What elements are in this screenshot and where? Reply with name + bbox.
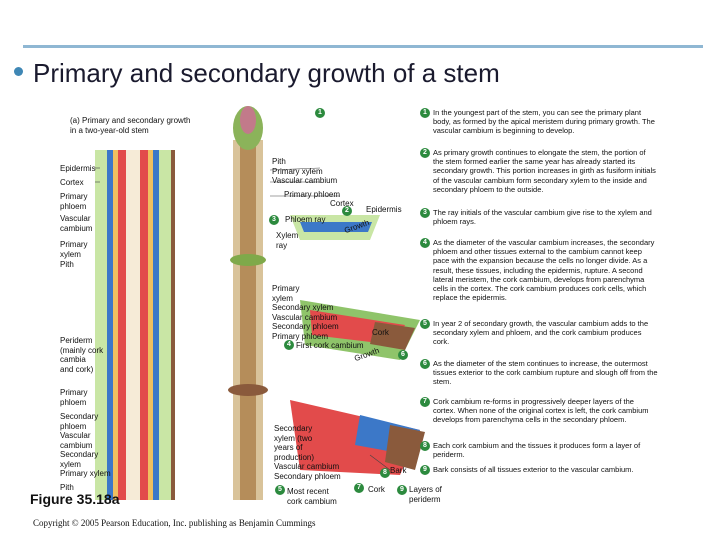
title-bullet xyxy=(14,67,23,76)
marker-8: 8 xyxy=(380,468,390,478)
title-rule xyxy=(23,45,703,48)
label-center-cortex: Cortex xyxy=(330,199,354,208)
step-9-number: 9 xyxy=(420,465,430,475)
marker-2: 2 xyxy=(342,206,352,216)
step-5-number: 5 xyxy=(420,319,430,329)
label-lower-secondary: Secondary xylem (two years of production… xyxy=(274,424,341,481)
diagram-caption: (a) Primary and secondary growth in a tw… xyxy=(70,116,191,135)
label-cortex: Cortex xyxy=(60,178,84,187)
cross-section-2 xyxy=(300,300,420,360)
step-3-text: The ray initials of the vascular cambium… xyxy=(433,208,652,227)
marker-4: 4 xyxy=(284,340,294,350)
label-phloem-ray: Phloem ray xyxy=(285,215,326,224)
step-8-number: 8 xyxy=(420,441,430,451)
tissue-bands xyxy=(95,150,175,500)
marker-9: 9 xyxy=(397,485,407,495)
label-pith: Pith xyxy=(60,260,74,269)
label-primary-phloem-2: Primary phloem xyxy=(60,388,88,407)
step-6-number: 6 xyxy=(420,359,430,369)
step-3-number: 3 xyxy=(420,208,430,218)
cross-section-1 xyxy=(290,215,380,240)
step-4-text: As the diameter of the vascular cambium … xyxy=(433,238,655,303)
step-7-text: Cork cambium re-forms in progressively d… xyxy=(433,397,649,425)
marker-1: 1 xyxy=(315,108,325,118)
label-cork-2: Cork xyxy=(368,485,385,494)
marker-6: 6 xyxy=(398,350,408,360)
step-2-number: 2 xyxy=(420,148,430,158)
label-primary-phloem: Primary phloem xyxy=(60,192,88,211)
label-pith-2: Pith xyxy=(60,483,74,492)
label-periderm: Periderm (mainly cork cambia and cork) xyxy=(60,336,104,374)
label-xylem-ray: Xylem ray xyxy=(276,231,299,250)
copyright-text: Copyright © 2005 Pearson Education, Inc.… xyxy=(33,518,316,528)
step-2-text: As primary growth continues to elongate … xyxy=(433,148,656,194)
step-5-text: In year 2 of secondary growth, the vascu… xyxy=(433,319,649,347)
label-primary-xylem: Primary xylem xyxy=(60,240,88,259)
label-center-epidermis: Epidermis xyxy=(366,205,402,214)
step-4-number: 4 xyxy=(420,238,430,248)
cross-section-3 xyxy=(290,400,425,475)
label-pith-stack: Pith Primary xylem Vascular cambium xyxy=(272,157,338,185)
step-6-text: As the diameter of the stem continues to… xyxy=(433,359,658,387)
title-bar: Primary and secondary growth of a stem xyxy=(0,0,720,96)
label-center-primary-phloem: Primary phloem xyxy=(284,190,341,199)
label-layers-of-periderm: Layers of periderm xyxy=(409,485,442,504)
leader-lines xyxy=(95,167,391,471)
label-secondary-stack: Primary xylem Secondary xylem Vascular c… xyxy=(272,284,339,341)
label-bark: Bark xyxy=(390,466,407,475)
label-most-recent-cork: Most recent cork cambium xyxy=(287,487,337,506)
step-1-number: 1 xyxy=(420,108,430,118)
label-vascular-cambium: Vascular cambium xyxy=(60,214,93,233)
marker-5: 5 xyxy=(275,485,285,495)
marker-3: 3 xyxy=(269,215,279,225)
label-first-cork-cambium: First cork cambium xyxy=(296,341,364,350)
stem-sketch xyxy=(228,106,268,500)
label-epidermis: Epidermis xyxy=(60,164,96,173)
marker-7: 7 xyxy=(354,483,364,493)
step-9-text: Bark consists of all tissues exterior to… xyxy=(433,465,634,474)
figure-label: Figure 35.18a xyxy=(30,491,120,507)
label-lower-stack: Secondary phloem Vascular cambium Second… xyxy=(60,412,111,478)
step-1-text: In the youngest part of the stem, you ca… xyxy=(433,108,655,136)
slide-title: Primary and secondary growth of a stem xyxy=(33,58,500,88)
step-7-number: 7 xyxy=(420,397,430,407)
label-cork: Cork xyxy=(372,328,389,337)
step-8-text: Each cork cambium and the tissues it pro… xyxy=(433,441,641,460)
